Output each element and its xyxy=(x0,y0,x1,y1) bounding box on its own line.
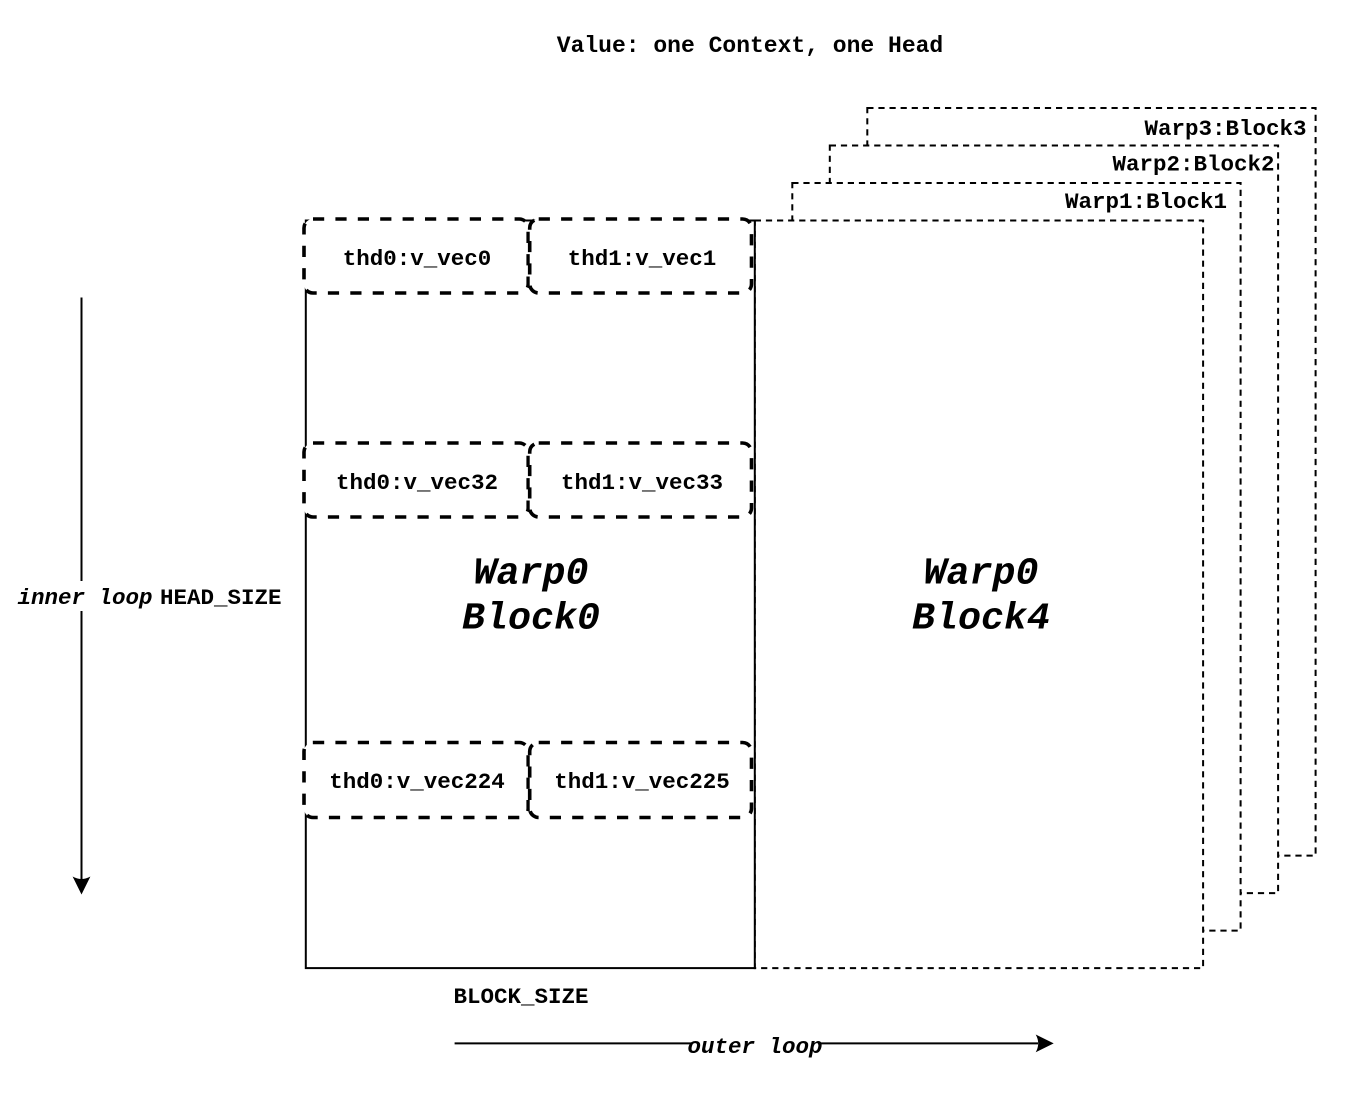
svg-text:inner loop: inner loop xyxy=(17,585,152,611)
svg-text:thd1:v_vec33: thd1:v_vec33 xyxy=(561,470,723,496)
svg-text:thd0:v_vec224: thd0:v_vec224 xyxy=(329,769,505,795)
svg-text:BLOCK_SIZE: BLOCK_SIZE xyxy=(453,984,588,1010)
svg-text:Block4: Block4 xyxy=(912,597,1050,641)
svg-text:Warp1:Block1: Warp1:Block1 xyxy=(1065,189,1227,215)
svg-text:thd0:v_vec32: thd0:v_vec32 xyxy=(336,470,498,496)
svg-text:Warp0: Warp0 xyxy=(474,552,589,596)
svg-text:Warp0: Warp0 xyxy=(924,552,1039,596)
svg-text:Block0: Block0 xyxy=(462,597,600,641)
svg-text:Warp3:Block3: Warp3:Block3 xyxy=(1144,116,1306,142)
svg-text:thd1:v_vec225: thd1:v_vec225 xyxy=(554,769,730,795)
svg-text:Warp2:Block2: Warp2:Block2 xyxy=(1112,152,1274,178)
svg-text:thd1:v_vec1: thd1:v_vec1 xyxy=(568,246,717,272)
svg-text:thd0:v_vec0: thd0:v_vec0 xyxy=(343,246,492,272)
svg-text:outer loop: outer loop xyxy=(687,1034,822,1060)
svg-text:Value: one Context, one Head: Value: one Context, one Head xyxy=(557,33,943,59)
svg-text:HEAD_SIZE: HEAD_SIZE xyxy=(160,585,282,611)
